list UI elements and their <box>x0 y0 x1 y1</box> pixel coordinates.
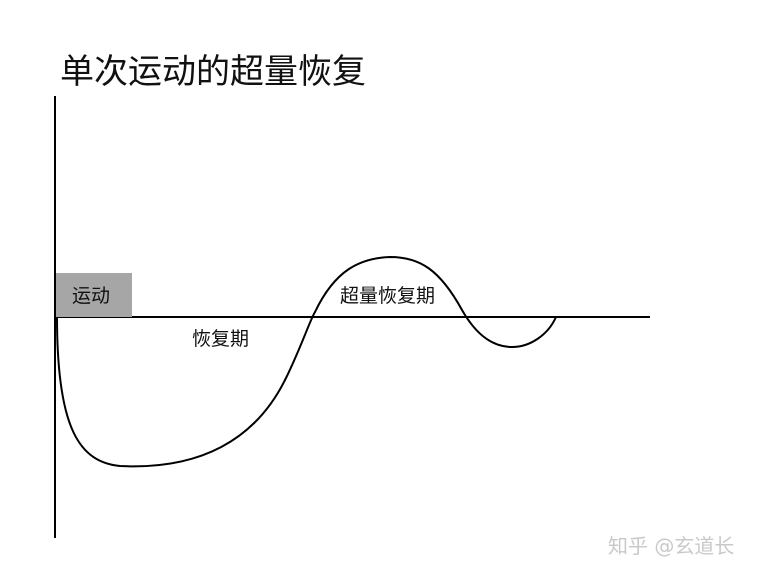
recovery-label: 恢复期 <box>192 328 249 350</box>
supercompensation-label: 超量恢复期 <box>340 285 435 307</box>
watermark: 知乎 @玄道长 <box>608 534 735 558</box>
diagram-title: 单次运动的超量恢复 <box>60 52 366 92</box>
exercise-box <box>56 273 132 317</box>
exercise-label: 运动 <box>72 285 110 307</box>
recovery-curve <box>56 255 557 468</box>
